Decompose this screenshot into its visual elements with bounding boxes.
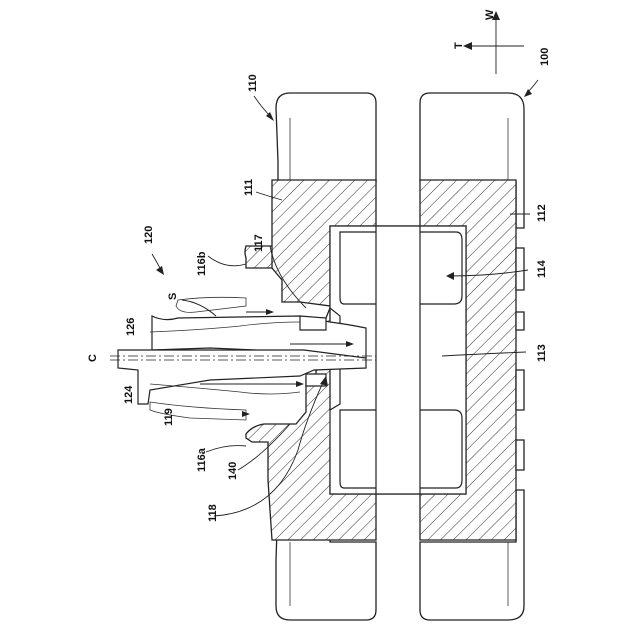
frame-notch-bottom xyxy=(516,440,524,470)
frame-notch-middle xyxy=(516,312,524,330)
label-114: 114 xyxy=(536,259,548,278)
frame-notch-upper xyxy=(516,248,524,290)
compass-label-left: T xyxy=(453,42,465,49)
label-124: 124 xyxy=(123,385,135,404)
label-120: 120 xyxy=(143,226,155,244)
label-140: 140 xyxy=(227,462,239,480)
leader-100-arrow-icon xyxy=(524,89,532,97)
leader-s xyxy=(182,300,216,316)
leader-116b xyxy=(208,256,246,266)
pin-rib-upper xyxy=(176,297,246,312)
compass-label-up: W xyxy=(484,9,496,20)
compass: W T xyxy=(453,9,524,74)
label-116b: 116b xyxy=(196,251,208,276)
label-c: C xyxy=(87,354,99,362)
frame-notch-lower xyxy=(516,370,524,410)
label-112: 112 xyxy=(536,204,548,222)
label-116a: 116a xyxy=(196,447,208,472)
label-s: S xyxy=(167,293,179,300)
label-118: 118 xyxy=(207,504,219,522)
label-113: 113 xyxy=(536,344,548,362)
flow-arrow-upper-icon xyxy=(266,309,274,315)
flow-arrow-124-icon xyxy=(296,381,304,387)
bridge-between-frames xyxy=(376,226,420,494)
leader-120-arrow-icon xyxy=(156,266,164,275)
pin-shaft-contour-lower xyxy=(150,384,300,394)
pin-tip xyxy=(300,316,326,330)
label-117: 117 xyxy=(253,234,265,252)
label-100: 100 xyxy=(539,48,551,66)
leader-116a xyxy=(206,446,246,452)
label-126: 126 xyxy=(125,318,137,336)
label-111: 111 xyxy=(243,179,255,196)
label-119: 119 xyxy=(163,408,175,426)
label-110: 110 xyxy=(247,74,259,92)
